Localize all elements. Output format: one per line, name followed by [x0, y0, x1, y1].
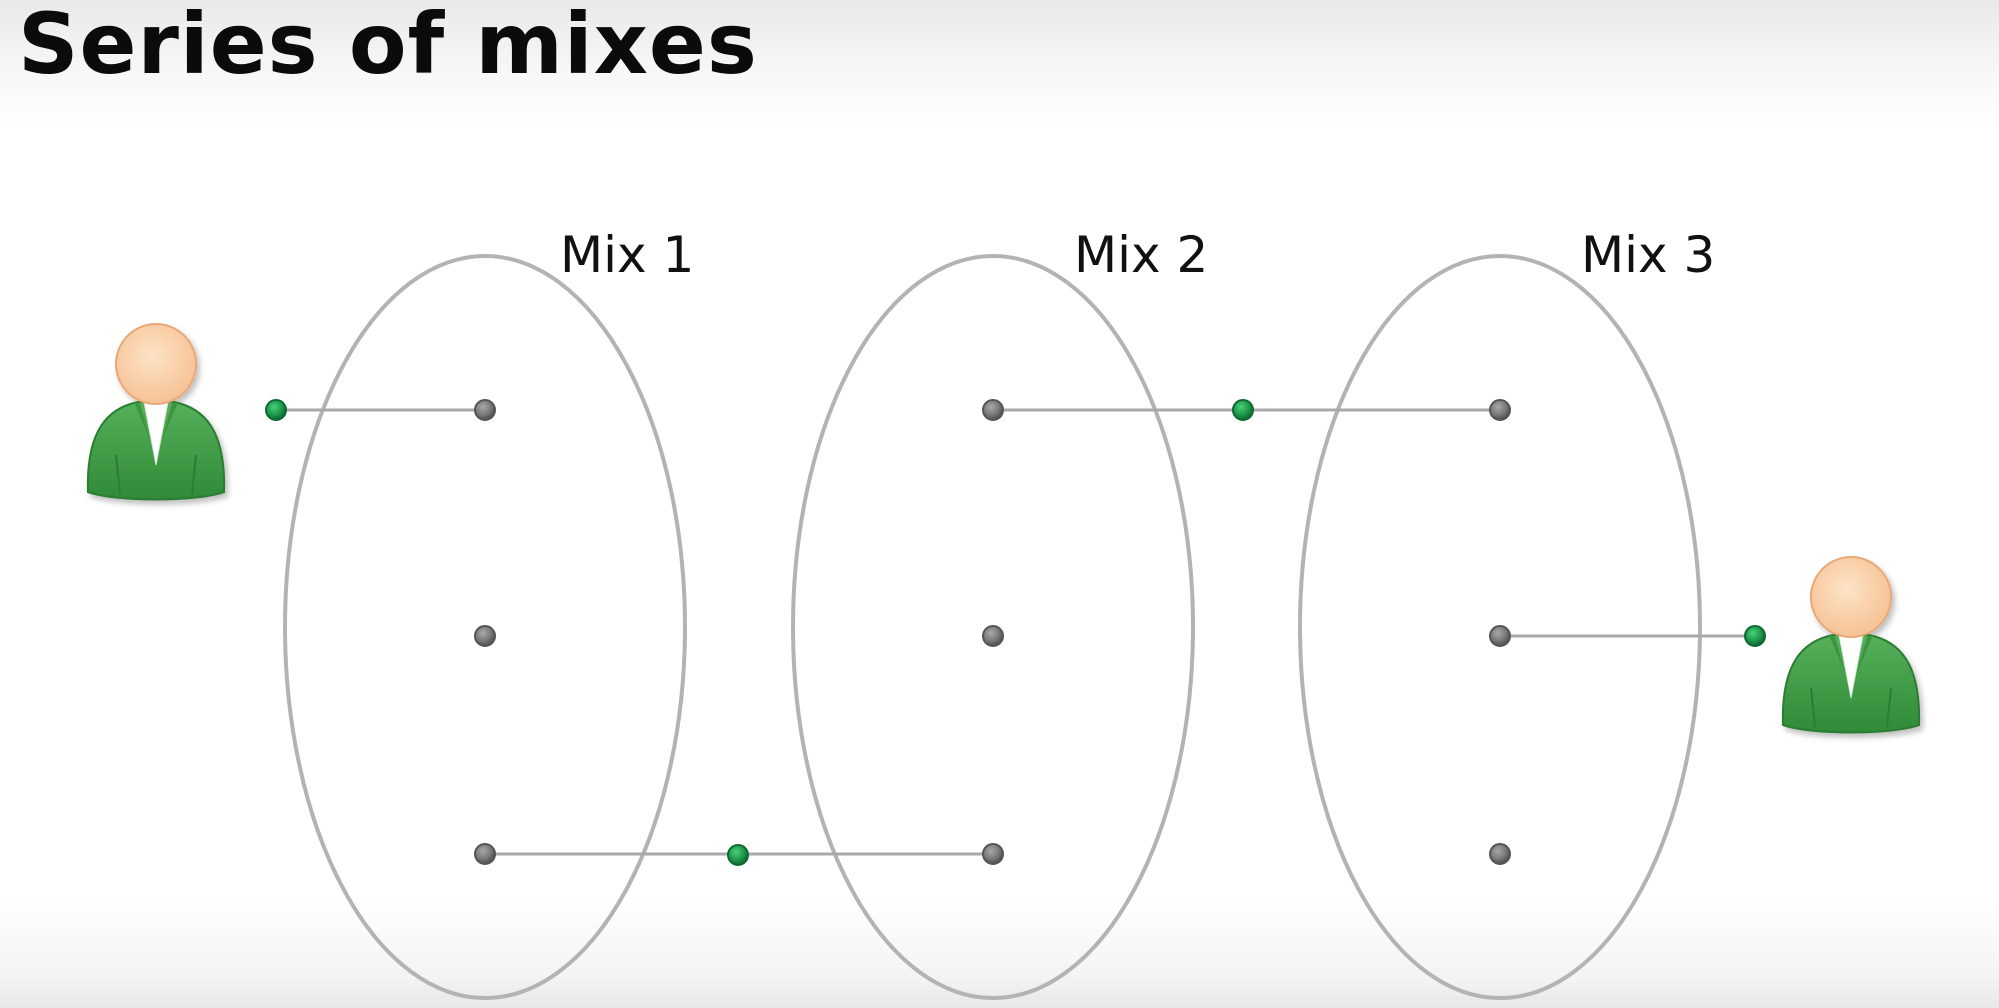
- message-dot: [727, 844, 749, 866]
- mix-node: [982, 625, 1004, 647]
- mix-node: [982, 843, 1004, 865]
- receiver-user-icon: [1781, 556, 1921, 734]
- slide-title: Series of mixes: [18, 0, 758, 93]
- message-dot: [1744, 625, 1766, 647]
- mix-node: [474, 399, 496, 421]
- mix-node: [474, 843, 496, 865]
- mix-1-label: Mix 1: [560, 226, 694, 284]
- mix-node: [982, 399, 1004, 421]
- mix-2-label: Mix 2: [1074, 226, 1208, 284]
- message-dot: [1232, 399, 1254, 421]
- mix-1-ellipse: [283, 254, 687, 1000]
- mix-node: [1489, 399, 1511, 421]
- mix-3-nodes: [1489, 399, 1511, 865]
- mix-2-nodes: [982, 399, 1004, 865]
- mix-node: [474, 625, 496, 647]
- mix-1-nodes: [474, 399, 496, 865]
- mix-node: [1489, 843, 1511, 865]
- mix-node: [1489, 625, 1511, 647]
- message-dot: [265, 399, 287, 421]
- mix-3-label: Mix 3: [1581, 226, 1715, 284]
- mix-2-ellipse: [791, 254, 1195, 1000]
- sender-user-icon: [86, 323, 226, 501]
- mix-3-ellipse: [1298, 254, 1702, 1000]
